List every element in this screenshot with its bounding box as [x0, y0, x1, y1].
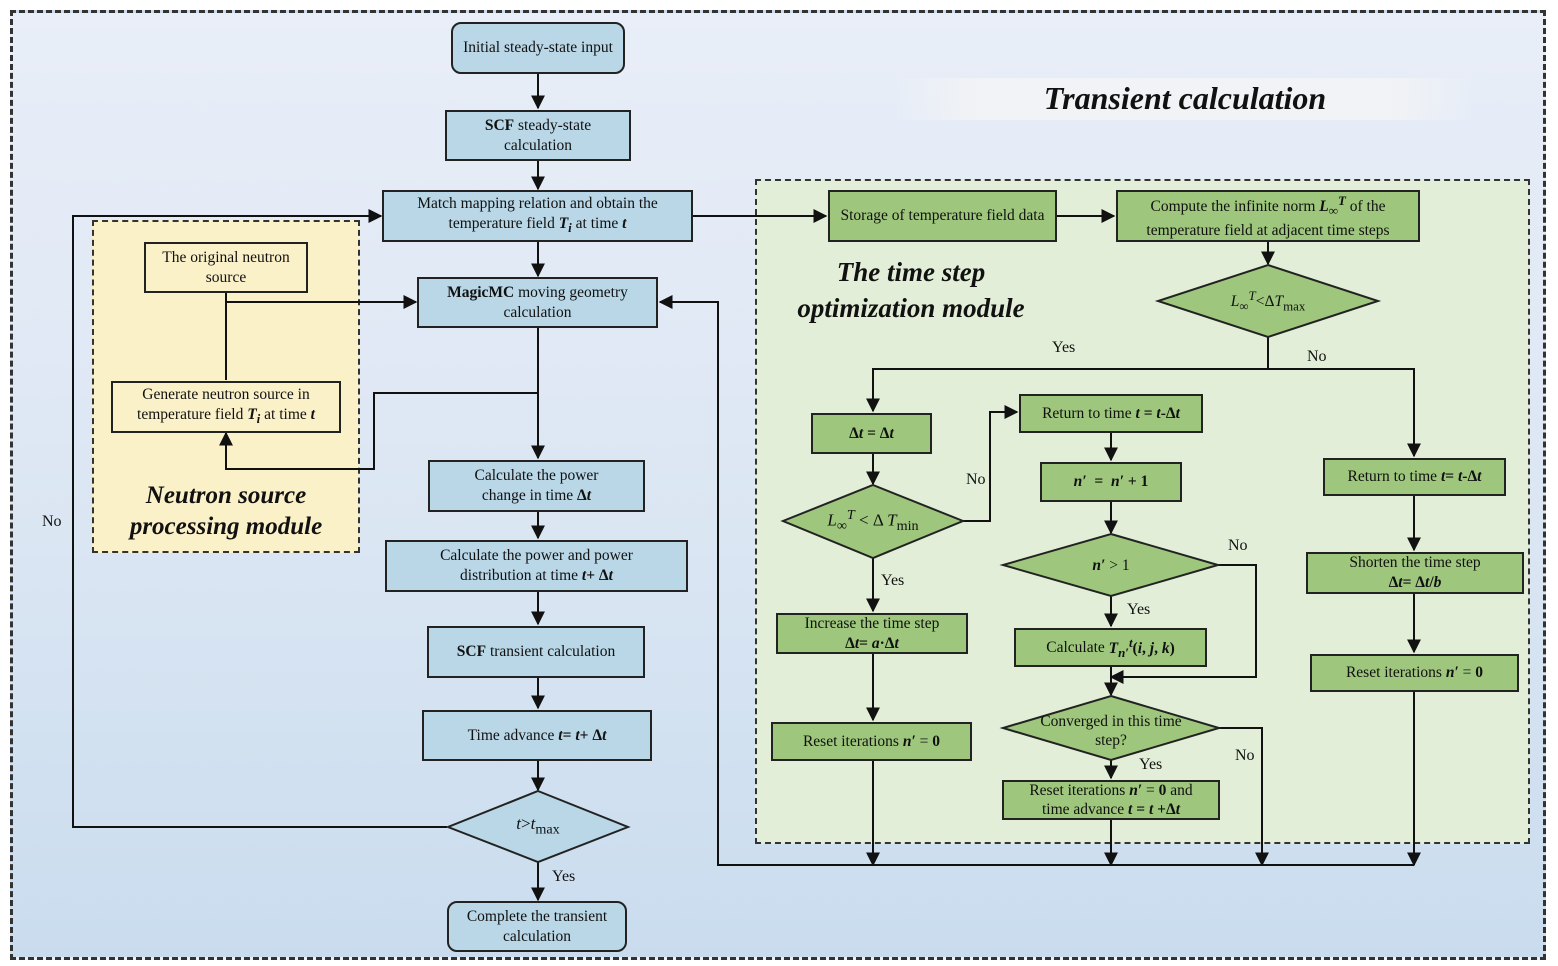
label-yes-converged: Yes [1139, 756, 1163, 773]
edge-check-no [1268, 368, 1421, 458]
label-yes-dtmin: Yes [881, 572, 905, 589]
time-advance-box: Time advance t= t+ Δt [422, 710, 652, 761]
neutron-module-title: Neutron source processing module [100, 480, 352, 542]
storage-box: Storage of temperature field data [828, 190, 1057, 242]
diamond-tmax [445, 789, 631, 864]
complete-label: Complete the transient calculation [466, 907, 608, 945]
n-check-label: n′ > 1 [1092, 556, 1130, 574]
scf-transient-label: SCF transient calculation [456, 643, 616, 660]
diamond-dtmin [780, 483, 966, 560]
edge-return-bus [658, 295, 1414, 866]
return-mid-label: Return to time t = t-Δt [1042, 404, 1180, 422]
time-advance-label: Time advance t= t+ Δt [467, 726, 607, 744]
edge-dtmin-no [962, 405, 1019, 522]
tmax-label: t>tmax [516, 814, 560, 838]
title-band [895, 78, 1473, 120]
n-increment-label: n′ = n′ + 1 [1073, 473, 1149, 490]
reset-left-box: Reset iterations n′ = 0 [771, 722, 972, 761]
time-step-module-title: The time step optimization module [775, 254, 1047, 326]
storage-label: Storage of temperature field data [840, 207, 1045, 224]
edge-magicmc-generate [219, 392, 538, 470]
reset-left-label: Reset iterations n′ = 0 [802, 732, 941, 750]
converged-label: Converged in this time step? [1036, 711, 1186, 751]
original-source-label: The original neutron source [162, 248, 290, 286]
calc-t-label: Calculate Tn′t(i, j, k) [1046, 634, 1175, 660]
n-increment-box: n′ = n′ + 1 [1040, 462, 1182, 502]
original-source-box: The original neutron source [144, 242, 308, 293]
dtmin-label: L∞T < Δ Tmin [827, 506, 919, 535]
initial-steady-state-box: Initial steady-state input [451, 22, 625, 74]
converged-text: Converged in this time step? [1040, 713, 1182, 749]
diamond-n [999, 532, 1222, 598]
edge-original-magicmc [225, 293, 416, 380]
label-yes-dtmax: Yes [1052, 339, 1076, 356]
initial-label: Initial steady-state input [463, 39, 613, 56]
label-no-tmax: No [42, 513, 62, 530]
return-right-box: Return to time t= t-Δt [1323, 458, 1506, 496]
dt-equal-box: Δt = Δt [811, 413, 932, 454]
complete-box: Complete the transient calculation [447, 901, 627, 952]
diamond-converged [999, 694, 1223, 762]
edge-check-yes [866, 337, 1269, 413]
edge-conv-no [1218, 727, 1269, 867]
edge-checkn-no [1109, 564, 1257, 684]
label-no-dtmax: No [1307, 348, 1327, 365]
reset-right-box: Reset iterations n′ = 0 [1310, 654, 1519, 692]
reset-right-label: Reset iterations n′ = 0 [1345, 664, 1484, 681]
return-right-label: Return to time t= t-Δt [1347, 468, 1482, 485]
return-mid-box: Return to time t = t-Δt [1019, 394, 1203, 433]
diagram-title: Transient calculation [1043, 80, 1327, 116]
label-yes-tmax: Yes [552, 868, 576, 885]
scf-transient-box: SCF transient calculation [427, 626, 645, 678]
label-no-dtmin: No [966, 471, 986, 488]
time-step-module-title-text: The time step optimization module [797, 257, 1025, 323]
calc-t-box: Calculate Tn′t(i, j, k) [1014, 628, 1207, 667]
diamond-dtmax [1154, 263, 1382, 339]
dtmax-label: L∞T<ΔTmax [1230, 288, 1306, 314]
label-yes-n: Yes [1127, 601, 1151, 618]
neutron-module-title-text: Neutron source processing module [129, 482, 323, 540]
label-no-n: No [1228, 537, 1248, 554]
label-no-converged: No [1235, 747, 1255, 764]
edge-check-no-loop [72, 209, 447, 828]
dt-equal-label: Δt = Δt [849, 424, 894, 442]
